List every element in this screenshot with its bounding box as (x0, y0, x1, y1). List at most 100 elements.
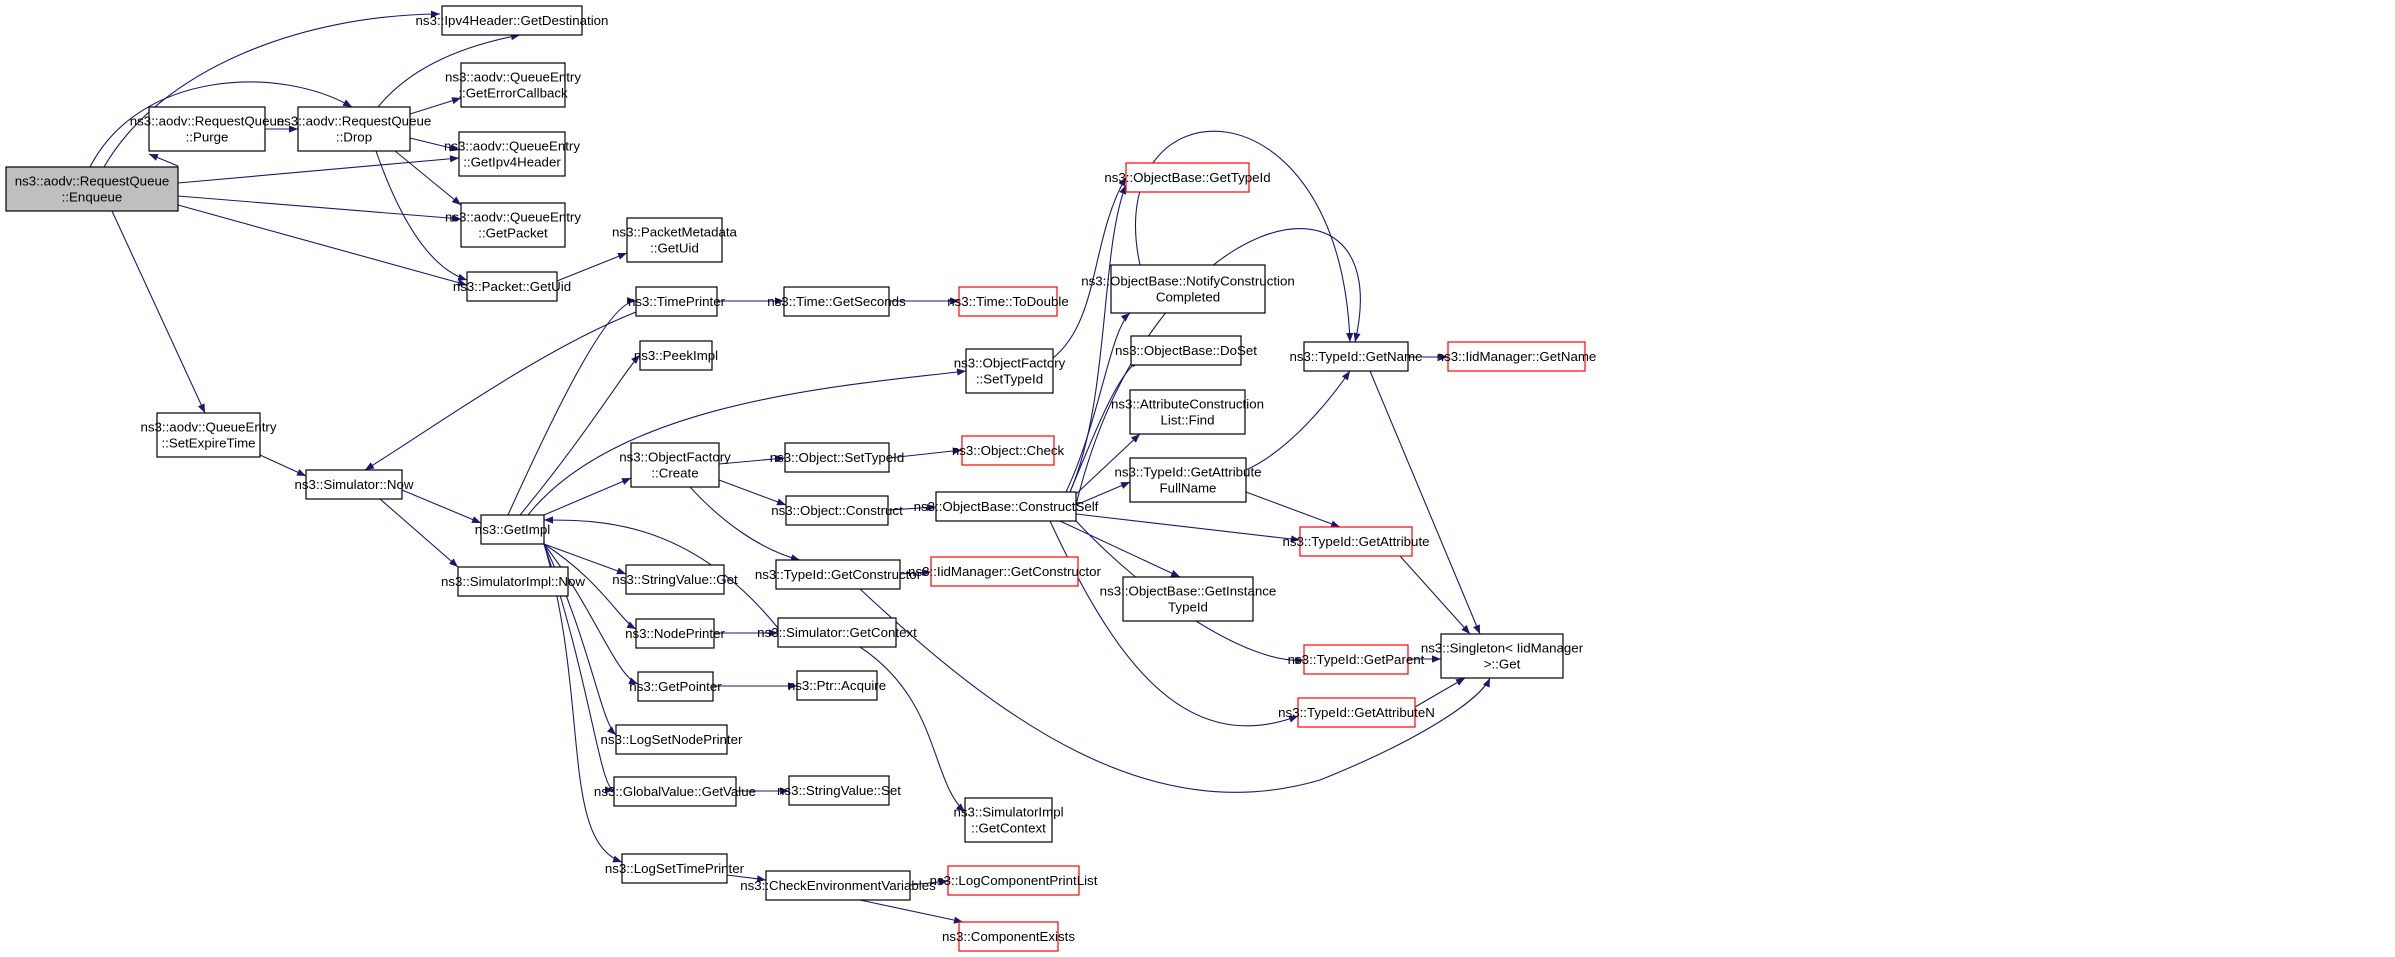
node-label: ns3::ObjectBase::NotifyConstruction (1081, 274, 1295, 289)
node-label: ns3::LogSetTimePrinter (605, 861, 745, 876)
edge-drop-to-geterrcb (409, 97, 462, 115)
node-peekimpl[interactable]: ns3::PeekImpl (634, 340, 718, 371)
node-ofsettypeid[interactable]: ns3::ObjectFactory::SetTypeId (954, 348, 1066, 394)
node-typeidgetctor[interactable]: ns3::TypeId::GetConstructor (755, 559, 922, 590)
node-box (1125, 162, 1250, 193)
node-tigetparent[interactable]: ns3::TypeId::GetParent (1288, 644, 1425, 675)
node-box (1447, 341, 1586, 372)
edge-enqueue-to-pktgetuid (177, 204, 468, 287)
edge-getimpl-to-stringvalget (543, 543, 627, 575)
node-pktgetuid[interactable]: ns3::Packet::GetUid (453, 271, 571, 302)
node-label: ::Drop (336, 130, 372, 145)
node-geterrcb[interactable]: ns3::aodv::QueueEntry::GetErrorCallback (445, 62, 581, 108)
node-timeprinter[interactable]: ns3::TimePrinter (628, 286, 726, 317)
node-timetodouble[interactable]: ns3::Time::ToDouble (947, 286, 1069, 317)
node-label: Completed (1156, 290, 1220, 305)
edge-drop-to-pktgetuid (375, 150, 468, 281)
edge-getimpl-to-nodeprinter (543, 543, 637, 630)
edge-obconstructself-to-obnotify (1065, 312, 1131, 493)
node-checkenv[interactable]: ns3::CheckEnvironmentVariables (740, 870, 936, 901)
edge-enqueue-to-purge (148, 153, 179, 167)
node-tigetattr[interactable]: ns3::TypeId::GetAttribute (1282, 526, 1430, 557)
node-label: ns3::TypeId::GetAttributeN (1278, 705, 1435, 720)
node-label: ns3::TypeId::GetName (1289, 349, 1422, 364)
node-simnow[interactable]: ns3::Simulator::Now (295, 469, 414, 500)
node-ofcreate[interactable]: ns3::ObjectFactory::Create (619, 442, 731, 488)
node-stringvalget[interactable]: ns3::StringValue::Get (612, 564, 738, 595)
node-getimpl[interactable]: ns3::GetImpl (475, 514, 550, 545)
node-box (775, 559, 901, 590)
node-label: ns3::CheckEnvironmentVariables (740, 878, 936, 893)
node-label: ns3::aodv::QueueEntry (140, 420, 276, 435)
node-box (1129, 389, 1246, 435)
node-obconstructself[interactable]: ns3::ObjectBase::ConstructSelf (914, 491, 1099, 522)
node-label: ns3::GetImpl (475, 522, 550, 537)
node-box (965, 348, 1054, 394)
edge-obconstructself-to-aclfind (1075, 433, 1141, 495)
node-drop[interactable]: ns3::aodv::RequestQueue::Drop (277, 106, 432, 152)
node-objsettypeid[interactable]: ns3::Object::SetTypeId (770, 442, 905, 473)
node-label: ns3::aodv::QueueEntry (445, 210, 581, 225)
node-simimplgetctx[interactable]: ns3::SimulatorImpl::GetContext (953, 797, 1064, 843)
edge-simnow-to-simimplnow (379, 498, 459, 568)
node-obnotify[interactable]: ns3::ObjectBase::NotifyConstructionCompl… (1081, 264, 1295, 314)
node-box (621, 853, 728, 884)
node-iidgetname[interactable]: ns3::IidManager::GetName (1437, 341, 1597, 372)
edge-checkenv-to-compexists (859, 899, 964, 924)
edge-pktgetuid-to-pmgetuid (556, 252, 628, 282)
node-tigetname[interactable]: ns3::TypeId::GetName (1289, 341, 1423, 372)
node-getipv4hdr[interactable]: ns3::aodv::QueueEntry::GetIpv4Header (444, 131, 580, 177)
node-getpointer[interactable]: ns3::GetPointer (629, 671, 722, 702)
node-label: ns3::Object::SetTypeId (770, 450, 905, 465)
node-strvalset[interactable]: ns3::StringValue::Set (777, 775, 901, 806)
node-logsettimeprinter[interactable]: ns3::LogSetTimePrinter (605, 853, 745, 884)
node-setexpire[interactable]: ns3::aodv::QueueEntry::SetExpireTime (140, 412, 277, 458)
node-box (935, 491, 1077, 522)
node-box (1303, 341, 1409, 372)
node-box (788, 775, 890, 806)
node-ipv4getdest[interactable]: ns3::Ipv4Header::GetDestination (416, 5, 609, 36)
node-pmgetuid[interactable]: ns3::PacketMetadata::GetUid (612, 217, 738, 263)
node-compexists[interactable]: ns3::ComponentExists (942, 921, 1075, 952)
node-label: ns3::Time::ToDouble (947, 294, 1068, 309)
node-obgettypeid[interactable]: ns3::ObjectBase::GetTypeId (1104, 162, 1271, 193)
node-objconstruct[interactable]: ns3::Object::Construct (771, 495, 903, 526)
edge-tigetattrfull-to-tigetname (1245, 370, 1351, 471)
edge-enqueue-to-getipv4hdr (177, 155, 460, 184)
node-box (961, 435, 1055, 466)
node-logsetnodeprinter[interactable]: ns3::LogSetNodePrinter (601, 724, 743, 755)
node-gvgetvalue[interactable]: ns3::GlobalValue::GetValue (594, 776, 756, 807)
node-label: ::GetUid (650, 241, 699, 256)
node-label: ns3::Simulator::Now (295, 477, 414, 492)
node-iidgetctor[interactable]: ns3::IidManager::GetConstructor (908, 556, 1102, 587)
edge-simnow-to-getimpl (401, 489, 482, 524)
node-tigetattrn[interactable]: ns3::TypeId::GetAttributeN (1278, 697, 1435, 728)
node-label: ns3::TimePrinter (628, 294, 726, 309)
node-box (785, 495, 889, 526)
node-simgetcontext[interactable]: ns3::Simulator::GetContext (757, 617, 917, 648)
node-box (457, 566, 569, 597)
node-label: ns3::TypeId::GetAttribute (1282, 534, 1429, 549)
node-purge[interactable]: ns3::aodv::RequestQueue::Purge (130, 106, 285, 152)
node-label: ns3::TypeId::GetParent (1288, 652, 1425, 667)
node-label: ::GetErrorCallback (458, 86, 568, 101)
edge-getimpl-to-timeprinter (507, 297, 637, 516)
node-ptracquire[interactable]: ns3::Ptr::Acquire (788, 670, 886, 701)
node-box (297, 106, 411, 152)
node-nodeprinter[interactable]: ns3::NodePrinter (625, 618, 725, 649)
node-label: ::GetPacket (478, 226, 548, 241)
node-timegetseconds[interactable]: ns3::Time::GetSeconds (767, 286, 906, 317)
node-label: ns3::ObjectBase::ConstructSelf (914, 499, 1099, 514)
node-getpacket[interactable]: ns3::aodv::QueueEntry::GetPacket (445, 202, 581, 248)
node-label: ns3::PacketMetadata (612, 225, 738, 240)
node-obdoset[interactable]: ns3::ObjectBase::DoSet (1115, 335, 1257, 366)
node-logcompprint[interactable]: ns3::LogComponentPrintList (930, 865, 1098, 896)
node-box (460, 62, 566, 108)
node-label: ns3::SimulatorImpl::Now (441, 574, 585, 589)
node-singletonget[interactable]: ns3::Singleton< IidManager>::Get (1421, 633, 1584, 679)
node-simimplnow[interactable]: ns3::SimulatorImpl::Now (441, 566, 585, 597)
node-objcheck[interactable]: ns3::Object::Check (952, 435, 1065, 466)
